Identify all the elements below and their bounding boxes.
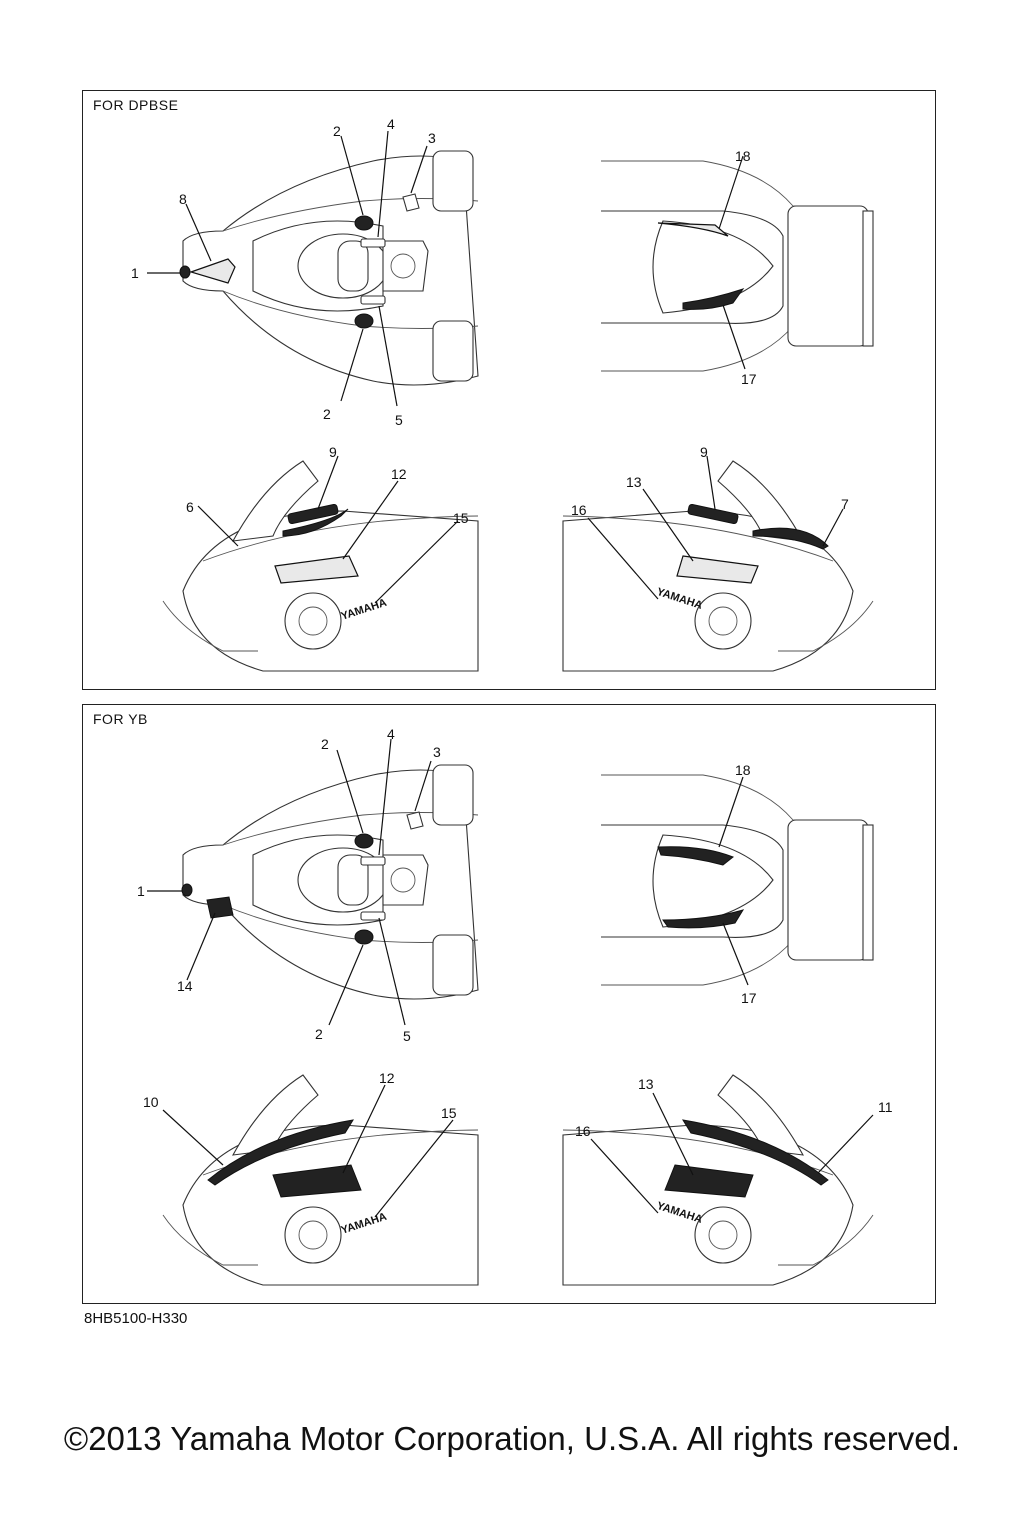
callout-18: 18 (735, 148, 751, 164)
callout-2: 2 (321, 736, 329, 752)
callout-2: 2 (315, 1026, 323, 1042)
callout-4: 4 (387, 116, 395, 132)
right-side-view: YAMAHA (562, 455, 874, 672)
callout-11: 11 (878, 1099, 893, 1115)
callout-2: 2 (333, 123, 341, 139)
callout-13: 13 (638, 1076, 654, 1092)
callout-5: 5 (403, 1028, 411, 1044)
callout-12: 12 (379, 1070, 395, 1086)
callout-17: 17 (741, 371, 757, 387)
callout-15: 15 (453, 510, 469, 526)
left-side-view: YAMAHA (162, 1074, 479, 1286)
callout-9: 9 (700, 444, 708, 460)
callout-18: 18 (735, 762, 751, 778)
callout-12: 12 (391, 466, 407, 482)
diagram-reference-code: 8HB5100-H330 (84, 1310, 188, 1327)
callout-6: 6 (186, 499, 194, 515)
decal-diagram-yb: 1 14 2 4 3 2 5 18 17 (137, 726, 893, 1286)
callout-10: 10 (143, 1094, 159, 1110)
callout-16: 16 (575, 1123, 591, 1139)
right-side-view: YAMAHA (562, 1074, 874, 1286)
callout-17: 17 (741, 990, 757, 1006)
callout-1: 1 (131, 265, 139, 281)
callout-2: 2 (323, 406, 331, 422)
diagram-panel-dpbse: FOR DPBSE (82, 90, 936, 690)
diagram-panel-yb: FOR YB 1 (82, 704, 936, 1304)
callout-1: 1 (137, 883, 145, 899)
rear-view (601, 155, 874, 372)
callout-15: 15 (441, 1105, 457, 1121)
callout-4: 4 (387, 726, 395, 742)
top-view (147, 738, 479, 1026)
copyright-notice: ©2013 Yamaha Motor Corporation, U.S.A. A… (63, 1420, 961, 1457)
rear-view (601, 774, 874, 986)
callout-9: 9 (329, 444, 337, 460)
top-view (147, 130, 479, 407)
callout-8: 8 (179, 191, 187, 207)
callout-3: 3 (433, 744, 441, 760)
callout-16: 16 (571, 502, 587, 518)
left-side-view: YAMAHA (162, 455, 479, 672)
panel-title: FOR DPBSE (93, 97, 179, 113)
callout-3: 3 (428, 130, 436, 146)
decal-diagram-dpbse: 1 8 2 4 3 2 5 18 17 (131, 116, 874, 672)
callout-13: 13 (626, 474, 642, 490)
callout-7: 7 (841, 496, 849, 512)
callout-5: 5 (395, 412, 403, 428)
panel-title: FOR YB (93, 711, 148, 727)
callout-14: 14 (177, 978, 193, 994)
